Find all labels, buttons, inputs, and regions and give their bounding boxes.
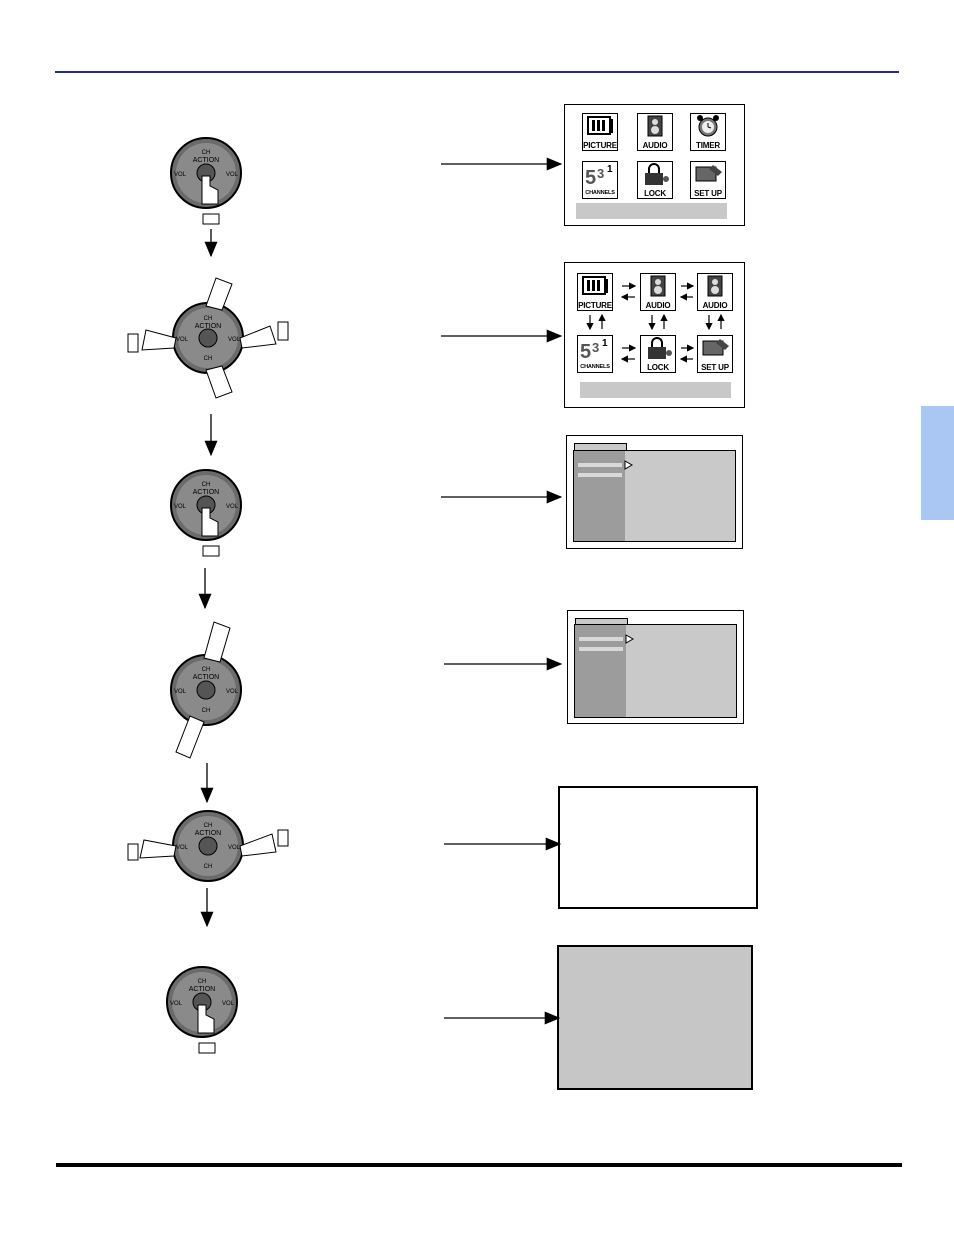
action-label: ACTION	[193, 157, 219, 164]
hand-right-icon	[240, 326, 276, 348]
vol-right-label: VOL	[222, 1001, 235, 1007]
vol-right-label: VOL	[226, 689, 239, 695]
vol-right-label: VOL	[228, 845, 241, 851]
vol-left-label: VOL	[174, 504, 187, 510]
remote-direction-all: CH ACTION VOL VOL CH	[120, 258, 296, 418]
vol-left-label: VOL	[176, 337, 189, 343]
action-label: ACTION	[193, 489, 219, 496]
ch-label: CH	[198, 979, 207, 985]
ch-label: CH	[202, 150, 211, 156]
remote-action-press-2: CH ACTION VOL VOL	[166, 466, 256, 561]
vol-left-label: VOL	[176, 845, 189, 851]
vol-left-label: VOL	[174, 172, 187, 178]
hand-right-icon	[240, 834, 276, 856]
action-label: ACTION	[195, 830, 221, 837]
vol-left-label: VOL	[174, 689, 187, 695]
hand-down-icon	[176, 716, 204, 758]
ch-bottom-label: CH	[204, 864, 213, 870]
ch-bottom-label: CH	[202, 708, 211, 714]
remote-action-press-3: CH ACTION VOL VOL	[162, 963, 252, 1058]
remote-direction-updown: CH ACTION VOL VOL CH	[160, 608, 250, 770]
hand-up-icon	[204, 622, 230, 662]
vol-left-label: VOL	[170, 1001, 183, 1007]
hand-left-icon	[140, 840, 176, 858]
remote-direction-leftright: CH ACTION VOL VOL CH	[126, 808, 292, 884]
vol-right-label: VOL	[228, 337, 241, 343]
ch-label: CH	[202, 667, 211, 673]
ch-label: CH	[204, 823, 213, 829]
hand-up-icon	[206, 278, 232, 310]
ch-bottom-label: CH	[204, 356, 213, 362]
vol-right-label: VOL	[226, 172, 239, 178]
vol-right-label: VOL	[226, 504, 239, 510]
action-label: ACTION	[189, 986, 215, 993]
remote-action-press-1: CH ACTION VOL VOL	[166, 134, 256, 229]
hand-left-icon	[142, 330, 176, 350]
hand-down-icon	[206, 366, 232, 398]
action-label: ACTION	[193, 674, 219, 681]
ch-label: CH	[204, 316, 213, 322]
ch-label: CH	[202, 482, 211, 488]
